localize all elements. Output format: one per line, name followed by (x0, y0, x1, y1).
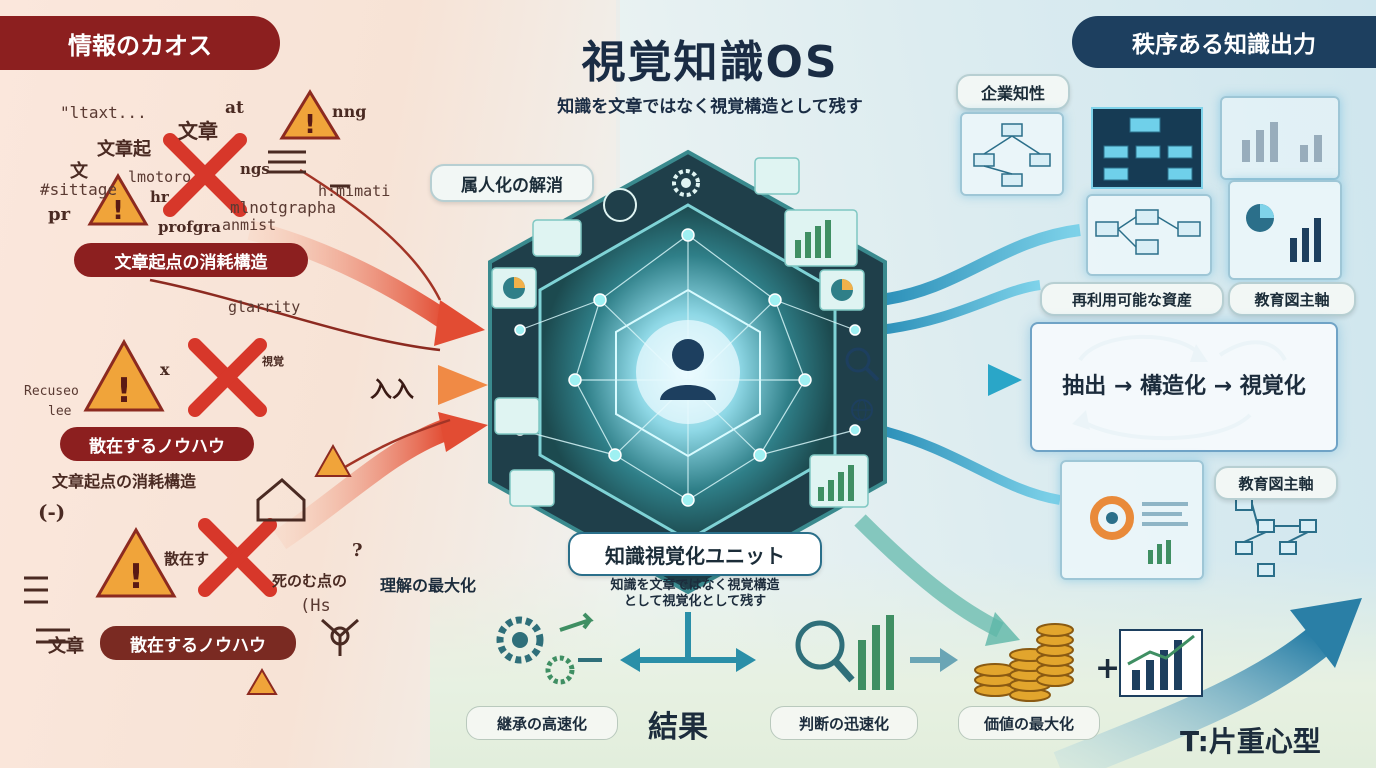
cross-icon (163, 133, 247, 217)
unit-label: 知識視覚化ユニット (568, 532, 822, 576)
cross-icon (198, 518, 277, 597)
order-header: 秩序ある知識出力 (1072, 16, 1376, 68)
chaos-text: x (160, 360, 170, 379)
person-icon (636, 320, 740, 424)
pie-icon (831, 279, 853, 301)
pie-icon (503, 277, 525, 299)
incoming-red-arrows (149, 168, 488, 550)
chaos-text: ngs (240, 160, 270, 178)
chaos-text: pr (48, 204, 71, 225)
svg-text:!: ! (128, 557, 144, 597)
flowchart-icon (1091, 107, 1203, 189)
chaos-text: 文章起 (97, 139, 151, 160)
warning-icon: ! (279, 89, 341, 140)
chaos-text: Recuseo (24, 384, 79, 399)
globe-icon (851, 399, 873, 421)
footer-label: T:片重心型 (1180, 725, 1321, 758)
chaos-text: 文 (70, 161, 88, 182)
chart-icon (1090, 496, 1188, 564)
chart-icon (1119, 629, 1203, 697)
corp-intel-label: 企業知性 (956, 74, 1070, 110)
gear-icon (603, 188, 637, 222)
knowledge-hexagon (488, 149, 887, 595)
magnifier-icon (845, 347, 880, 382)
reusable-asset-label: 再利用可能な資産 (1040, 282, 1224, 316)
chaos-text: 死のむ点の (272, 572, 348, 590)
flowchart-icon (973, 123, 1051, 187)
pie-chart-card (1228, 180, 1342, 280)
chaos-text: lee (48, 404, 72, 419)
chaos-text: 文章 (48, 636, 84, 657)
svg-text:+: + (1095, 651, 1120, 686)
chart-icon (795, 615, 894, 690)
consumption-label: 文章起点の消耗構造 (74, 243, 308, 277)
judgement-label: 判断の迅速化 (770, 706, 918, 740)
chaos-text: lmotoro (128, 168, 192, 186)
chaos-text: profgra (158, 218, 221, 236)
chaos-text: mlnotgrapha (230, 198, 336, 217)
warning-icon (314, 443, 352, 477)
education-label-2: 教育図主軸 (1214, 466, 1338, 500)
chaos-text: "ltaxt... (60, 103, 147, 122)
inherit-label: 継承の高速化 (466, 706, 618, 740)
gear-icon (496, 612, 602, 685)
depersonalize-label: 属人化の解消 (430, 164, 594, 202)
chaos-text: anmist (222, 216, 277, 234)
chart-card (1220, 96, 1340, 180)
diagram-card (1086, 194, 1212, 276)
chaos-text: glarrity (228, 298, 301, 316)
chaos-text: 散在す (164, 550, 210, 568)
warning-icon (246, 668, 278, 695)
flowchart-icon (1095, 209, 1201, 255)
process-flow-text: 抽出 → 構造化 → 視覚化 (1062, 374, 1306, 399)
education-label: 教育図主軸 (1228, 282, 1356, 316)
result-label: 結果 (648, 710, 708, 745)
chaos-text: nng (332, 102, 367, 121)
consumption-plain-label: 文章起点の消耗構造 (52, 472, 197, 491)
growth-arrow (1053, 598, 1362, 768)
chaos-text: 文章 (178, 119, 218, 143)
split-arrow-icon (620, 612, 756, 672)
scattered-bottom-label: 散在するノウハウ (100, 626, 296, 660)
gear-icon (672, 169, 700, 197)
scattered-label: 散在するノウハウ (60, 427, 254, 461)
outgoing-blue-arrows (854, 224, 1081, 646)
chaos-text: at (225, 98, 244, 118)
chaos-header: 情報のカオス (0, 16, 280, 70)
report-card (1060, 460, 1204, 580)
warning-icon: ! (87, 173, 149, 226)
chaos-text: (-) (38, 500, 66, 524)
warning-icon: ! (95, 526, 177, 598)
page-subtitle: 知識を文章ではなく視覚構造として残す (557, 97, 863, 117)
chart-icon (1246, 204, 1321, 262)
cross-icon (188, 338, 267, 417)
warning-icon: ! (83, 338, 165, 412)
svg-text:!: ! (304, 110, 316, 140)
process-box: 抽出 → 構造化 → 視覚化 (1030, 322, 1338, 452)
chaos-text: #sittage (40, 180, 118, 199)
svg-text:!: ! (116, 371, 132, 411)
chaos-text: ? (352, 540, 363, 561)
arrow-right-icon (910, 648, 958, 672)
input-label: 入入 (370, 377, 415, 403)
unit-caption: 知識を文章ではなく視覚構造 として視覚化として残す (610, 578, 780, 609)
svg-text:!: ! (112, 196, 124, 226)
chaos-text: h:mimati (318, 182, 391, 200)
flowchart-icon (1235, 497, 1317, 577)
asset-card (960, 112, 1064, 196)
coins-icon (974, 623, 1074, 702)
chaos-text: (Hs (300, 596, 331, 616)
understanding-label: 理解の最大化 (380, 576, 477, 595)
page-title: 視覚知識OS (581, 37, 839, 88)
chaos-text: hr (150, 188, 169, 206)
value-label: 価値の最大化 (958, 706, 1100, 740)
chaos-text: 視覚 (262, 355, 284, 368)
